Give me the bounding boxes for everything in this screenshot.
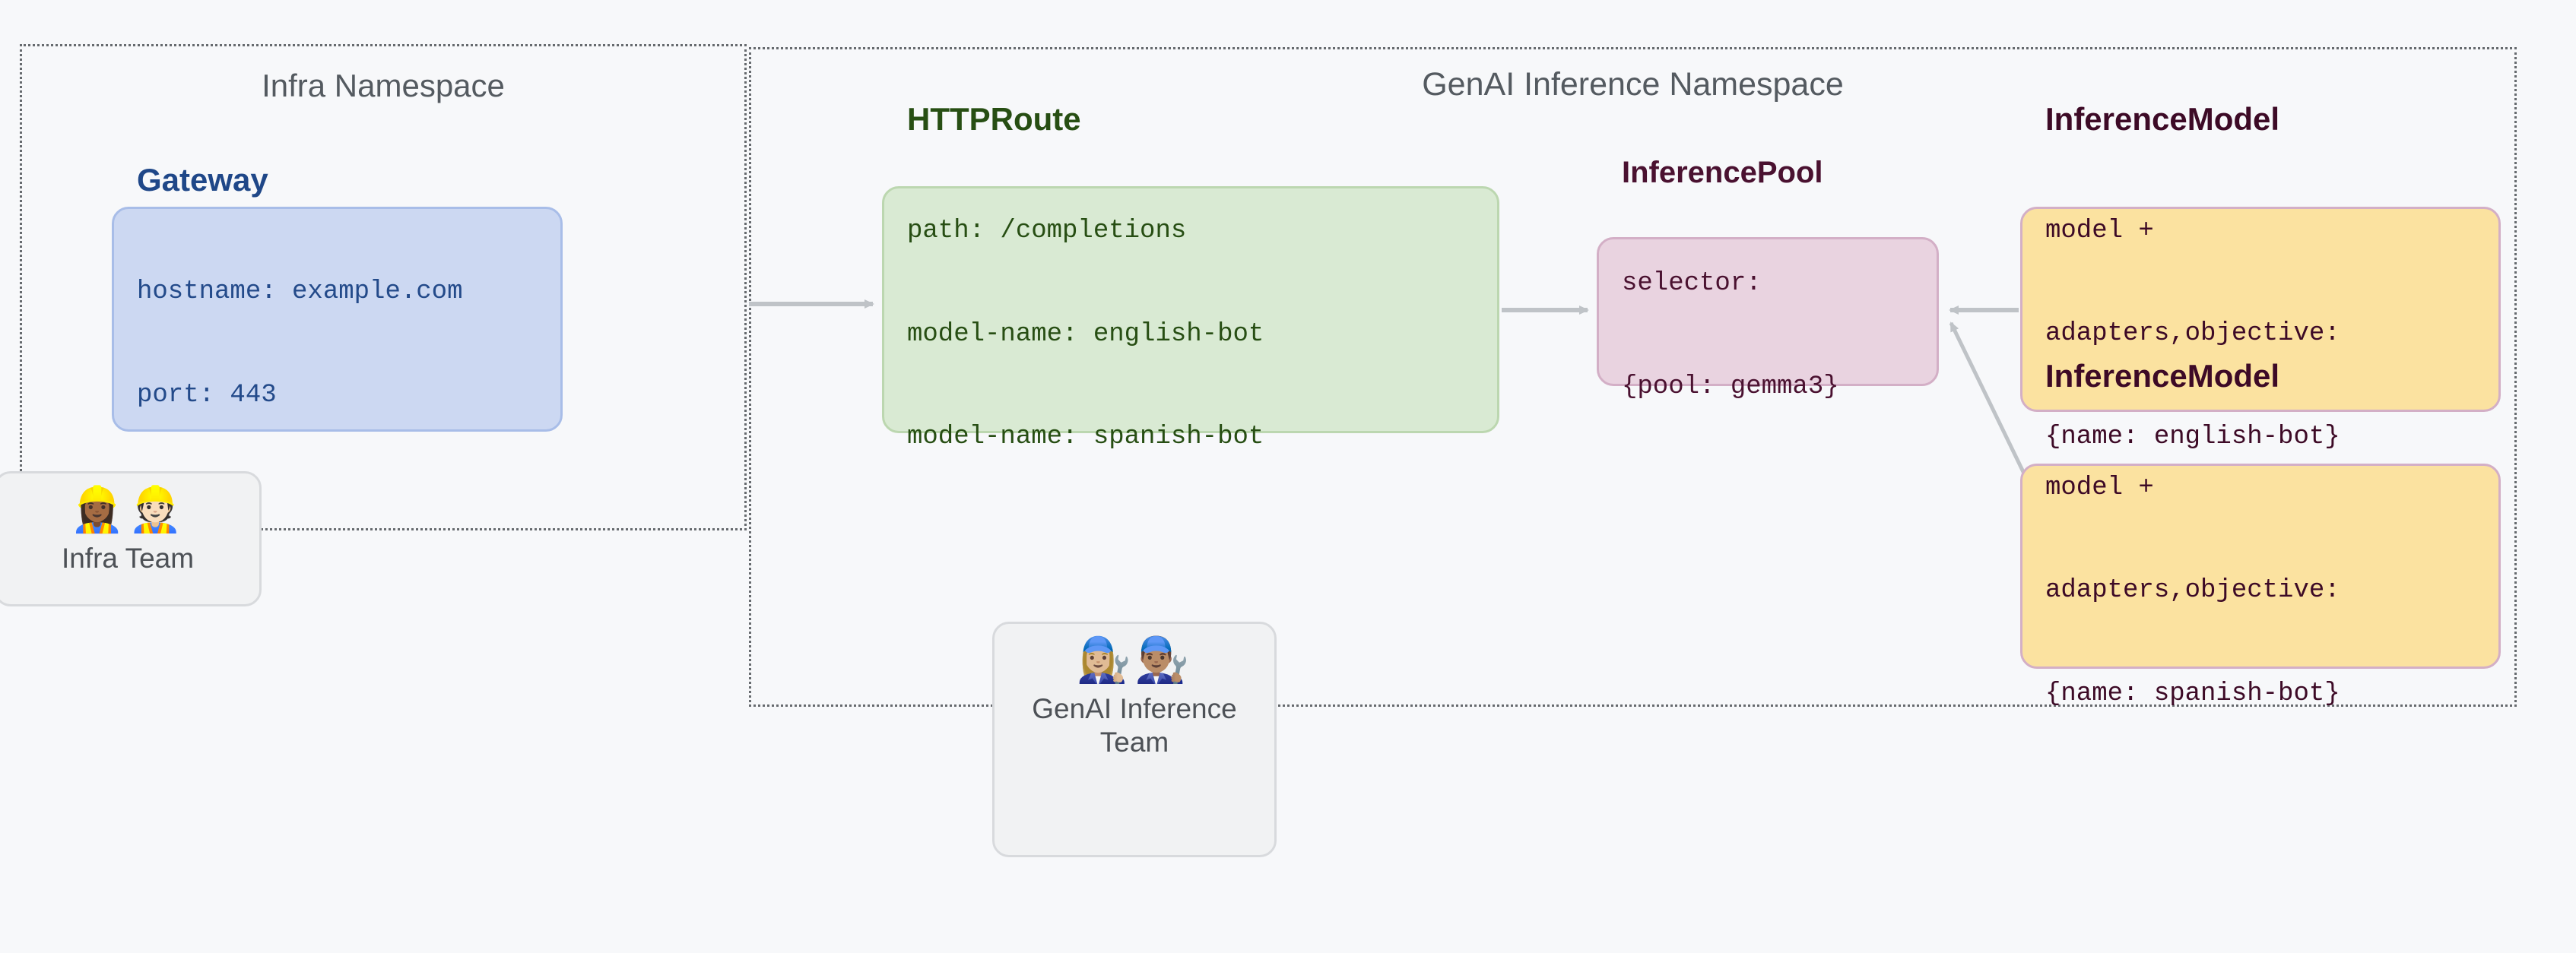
inferencepool-selector-key: selector: — [1622, 269, 1762, 299]
infra-team-label: Infra Team — [61, 543, 195, 574]
persona-card-genai-inference-team[interactable]: 👩🏼‍🔧👨🏽‍🔧 GenAI Inference Team — [992, 622, 1277, 857]
namespace-genai-inference-title: GenAI Inference Namespace — [1422, 66, 1844, 103]
gateway-title: Gateway — [137, 162, 268, 198]
inferencemodel-english-line-2: adapters,objective: — [2045, 319, 2340, 349]
inferencemodel-spanish-line-1: model + — [2045, 473, 2154, 502]
persona-card-infra-team[interactable]: 👷🏾‍♀️👷🏻 Infra Team — [0, 471, 262, 606]
inferencepool-properties: selector: {pool: gemma3} — [1622, 198, 1914, 473]
construction-worker-icon-group: 👷🏾‍♀️👷🏻 — [69, 483, 186, 535]
resource-card-inferencemodel-spanish[interactable]: InferenceModel model + adapters,objectiv… — [2020, 358, 2501, 708]
inferencemodel-english-line-1: model + — [2045, 216, 2154, 245]
inferencemodel-english-title: InferenceModel — [2045, 100, 2280, 137]
httproute-title: HTTPRoute — [907, 101, 1081, 138]
inferencemodel-spanish-title: InferenceModel — [2045, 357, 2280, 394]
gateway-properties: hostname: example.com port: 443 — [137, 207, 538, 482]
genai-inference-team-label: GenAI Inference Team — [1032, 693, 1237, 758]
resource-card-inferencemodel-english[interactable]: InferenceModel model + adapters,objectiv… — [2020, 101, 2501, 451]
gateway-hostname: hostname: example.com — [137, 277, 463, 307]
inferencemodel-english-line-3: {name: english-bot} — [2045, 422, 2340, 451]
inferencepool-selector-value: {pool: gemma3} — [1622, 372, 1839, 401]
httproute-model-name-english: model-name: english-bot — [907, 319, 1264, 349]
inferencemodel-spanish-line-3: {name: spanish-bot} — [2045, 679, 2340, 708]
resource-card-inferencepool[interactable]: InferencePool selector: {pool: gemma3} — [1597, 156, 1939, 401]
httproute-model-name-spanish: model-name: spanish-bot — [907, 423, 1264, 452]
httproute-path: path: /completions — [907, 217, 1187, 246]
gateway-port: port: 443 — [137, 381, 277, 410]
httproute-properties: path: /completions model-name: english-b… — [907, 146, 1474, 524]
mechanic-icon-group: 👩🏼‍🔧👨🏽‍🔧 — [1076, 634, 1193, 685]
namespace-genai-inference: GenAI Inference Namespace — [749, 47, 2517, 707]
resource-card-gateway[interactable]: Gateway hostname: example.com port: 443 — [112, 162, 563, 432]
resource-card-httproute[interactable]: HTTPRoute path: /completions model-name:… — [882, 101, 1499, 451]
inferencepool-title: InferencePool — [1622, 155, 1823, 189]
namespace-infra-title: Infra Namespace — [262, 68, 505, 103]
namespace-infra: Infra Namespace — [20, 44, 747, 530]
inferencemodel-spanish-properties: model + adapters,objective: {name: spani… — [2045, 402, 2476, 780]
inferencemodel-spanish-line-2: adapters,objective: — [2045, 576, 2340, 606]
inferencemodel-english-properties: model + adapters,objective: {name: engli… — [2045, 145, 2476, 523]
